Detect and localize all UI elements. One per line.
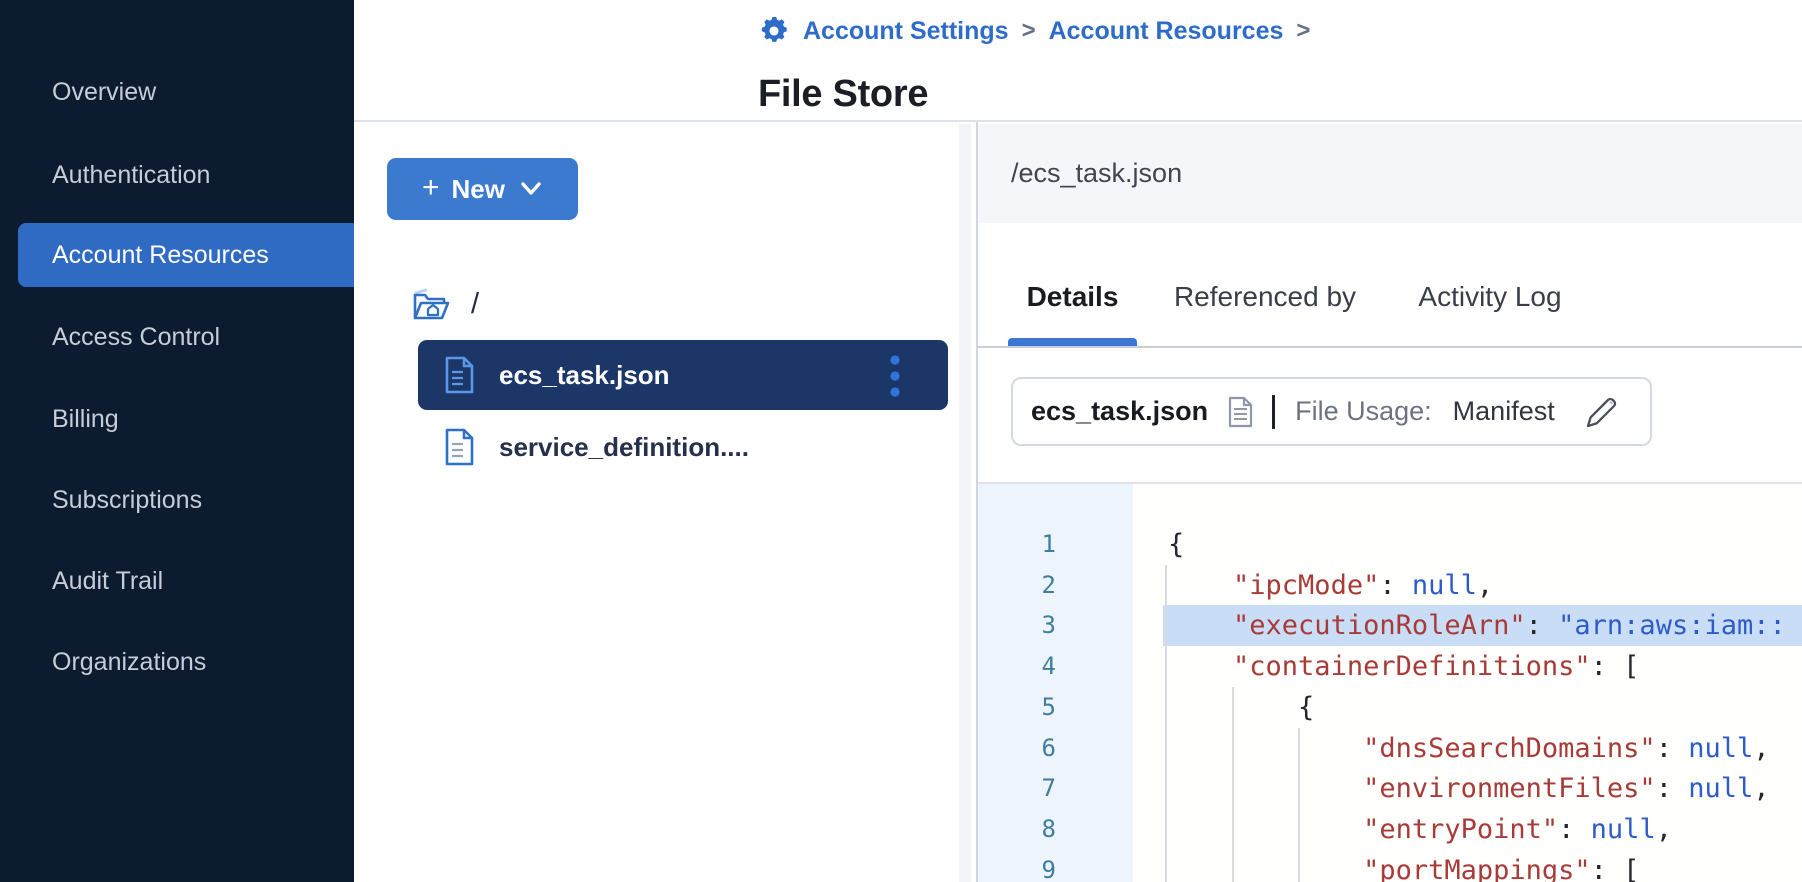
file-tree-panel: + New / [354,124,976,882]
sidebar-item-label: Access Control [52,322,221,351]
file-detail-panel: /ecs_task.json Details Referenced by Act… [978,124,1802,882]
code-line: "entryPoint": null, [1363,813,1672,845]
breadcrumb-account-settings[interactable]: Account Settings [803,16,1009,45]
active-tab-underline [1008,338,1137,346]
file-info-name: ecs_task.json [1031,396,1209,426]
line-number: 9 [1041,855,1056,882]
code-line: "environmentFiles": null, [1363,773,1770,805]
sidebar-item-label: Audit Trail [52,566,164,595]
kebab-menu-icon[interactable] [888,353,902,399]
line-number: 4 [1041,652,1056,681]
code-line: "executionRoleArn": "arn:aws:iam:: [1233,610,1786,642]
line-number: 1 [1041,530,1056,558]
tree-file-service-definition[interactable]: service_definition.... [418,412,948,482]
file-usage-label: File Usage: [1295,396,1432,426]
code-gutter [978,484,1133,882]
indent-guide [1165,565,1167,882]
file-usage-value: Manifest [1452,396,1555,426]
code-line: "containerDefinitions": [ [1233,651,1640,683]
page-title: File Store [758,73,929,116]
sidebar-item-audit-trail[interactable]: Audit Trail [0,549,354,613]
sidebar-item-label: Billing [52,404,119,433]
tab-details[interactable]: Details [1008,221,1137,346]
line-number: 6 [1041,733,1056,762]
tab-label: Activity Log [1418,281,1562,312]
sidebar-item-subscriptions[interactable]: Subscriptions [0,468,354,532]
sidebar-item-overview[interactable]: Overview [0,60,354,124]
breadcrumb-separator: > [1021,17,1036,44]
code-line: "portMappings": [ [1363,854,1640,882]
tab-referenced-by[interactable]: Referenced by [1167,221,1363,346]
sidebar-nav: Overview Authentication Account Resource… [0,0,354,882]
home-folder-icon [410,283,452,325]
new-button-label: New [451,173,505,204]
document-icon [1228,396,1253,428]
line-number: 5 [1041,692,1056,721]
tab-label: Details [1026,281,1119,312]
code-line: "dnsSearchDomains": null, [1363,732,1770,764]
file-name: ecs_task.json [499,359,670,390]
sidebar-item-account-resources[interactable]: Account Resources [18,223,354,287]
sidebar-item-billing[interactable]: Billing [0,387,354,451]
sidebar-item-organizations[interactable]: Organizations [0,630,354,694]
file-info-card: ecs_task.json File Usage: Manifest [1011,377,1652,446]
plus-icon: + [422,170,440,204]
sidebar-item-label: Subscriptions [52,485,203,514]
file-icon [443,427,476,467]
indent-guide [1298,728,1300,882]
panel-divider [976,122,978,882]
breadcrumb: Account Settings > Account Resources > [758,10,1310,52]
tab-label: Referenced by [1173,281,1357,312]
page-header: Account Settings > Account Resources > F… [354,0,1802,122]
line-number: 3 [1041,611,1056,640]
code-editor: 1 2 3 4 5 6 7 8 9 { "ipcMode": null, "executionR… [978,482,1802,882]
new-button[interactable]: + New [387,158,578,220]
sidebar-item-authentication[interactable]: Authentication [0,143,354,207]
highlighted-line [1163,605,1802,647]
tab-activity-log[interactable]: Activity Log [1409,221,1571,346]
vertical-separator [1272,394,1276,429]
tree-root-folder[interactable]: / [410,279,479,329]
tree-file-ecs-task[interactable]: ecs_task.json [418,340,948,410]
code-line: { [1168,691,1315,723]
pencil-icon[interactable] [1582,392,1622,432]
tree-scrollbar[interactable] [959,124,971,882]
sidebar-item-label: Authentication [52,160,211,189]
file-icon [443,355,476,395]
tree-root-label: / [471,287,480,320]
file-name: service_definition.... [499,431,749,462]
code-line: { [1168,529,1185,560]
sidebar-item-label: Overview [52,77,157,106]
sidebar-item-label: Account Resources [52,240,269,269]
chevron-down-icon [519,181,543,197]
file-path: /ecs_task.json [1011,158,1183,188]
sidebar-item-label: Organizations [52,647,207,676]
indent-guide [1232,687,1234,882]
breadcrumb-account-resources[interactable]: Account Resources [1048,16,1284,45]
code-line: "ipcMode": null, [1233,569,1494,601]
gear-icon [758,15,790,47]
file-path-band: /ecs_task.json [978,124,1802,223]
line-number: 8 [1041,814,1056,843]
detail-tabs: Details Referenced by Activity Log [978,223,1802,348]
breadcrumb-separator: > [1296,17,1311,44]
line-number: 7 [1041,774,1056,803]
sidebar-item-access-control[interactable]: Access Control [0,305,354,369]
line-number: 2 [1041,570,1056,599]
